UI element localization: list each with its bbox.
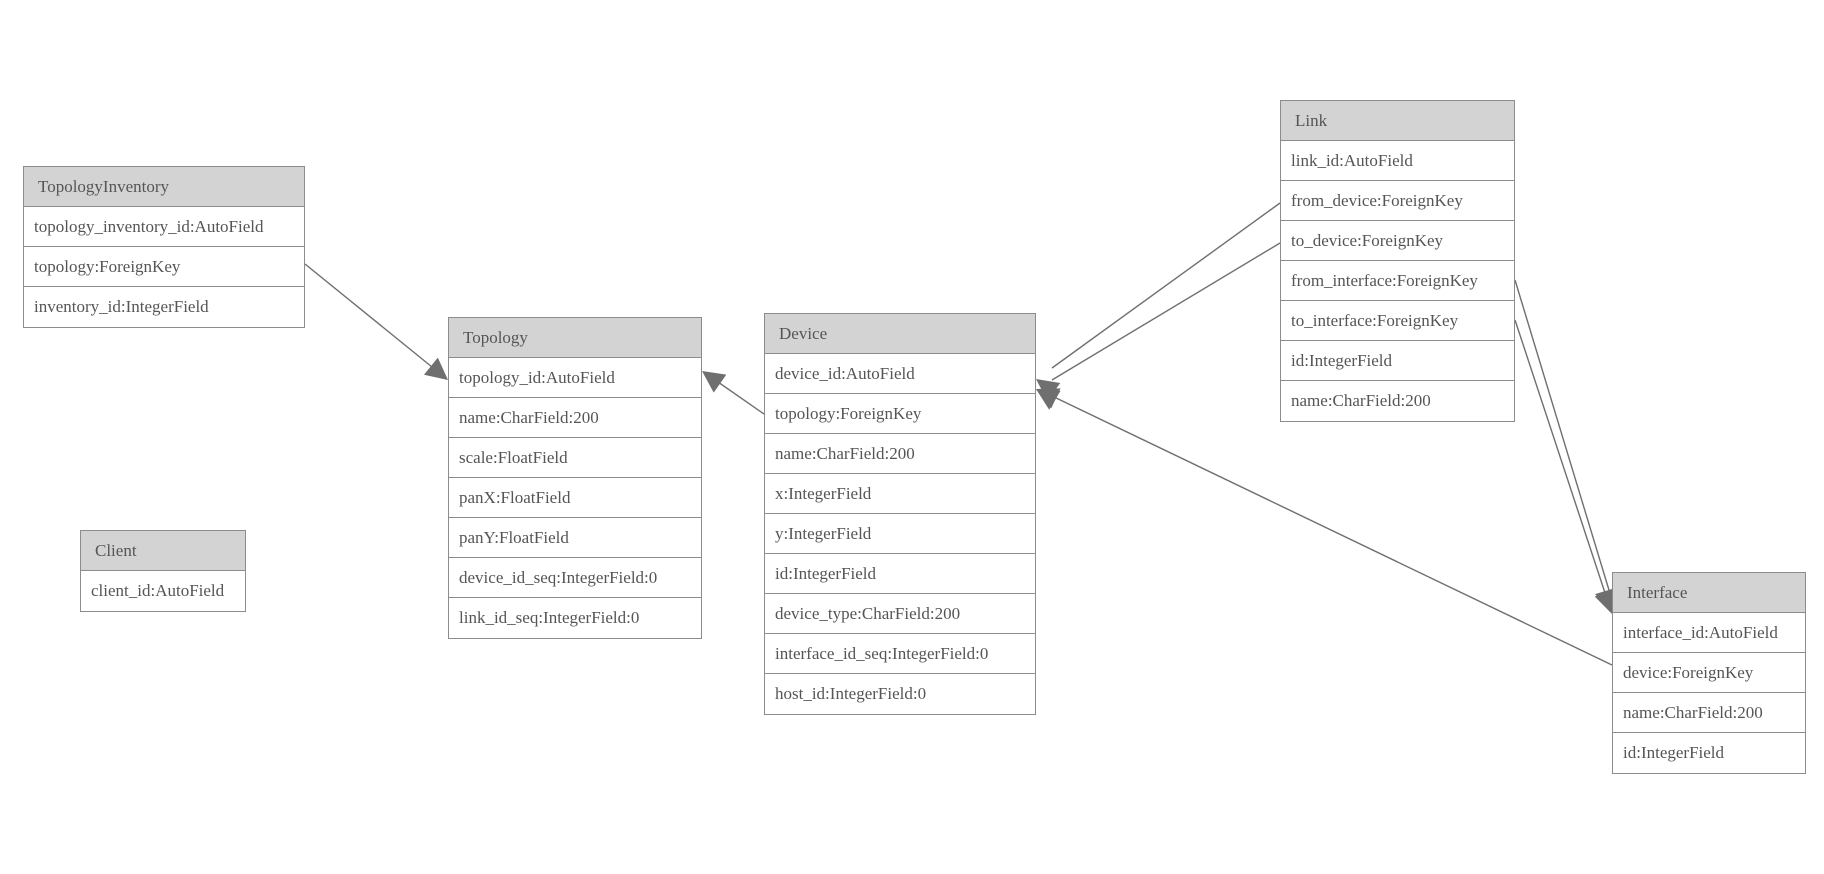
entity-field-row: y:IntegerField	[765, 514, 1035, 554]
entity-title-interface: Interface	[1613, 573, 1805, 613]
relationship-line-topologyinventory-topology	[304, 263, 433, 368]
entity-field-row: scale:FloatField	[449, 438, 701, 478]
entity-field-row: topology_id:AutoField	[449, 358, 701, 398]
relationship-line-link-from-device	[1051, 202, 1281, 369]
entity-field-row: device_type:CharField:200	[765, 594, 1035, 634]
entity-field-row: interface_id_seq:IntegerField:0	[765, 634, 1035, 674]
entity-title-link: Link	[1281, 101, 1514, 141]
entity-field-row: interface_id:AutoField	[1613, 613, 1805, 653]
relationship-line-device-topology	[717, 381, 765, 415]
relationship-line-link-to-device	[1051, 242, 1281, 381]
entity-field-row: host_id:IntegerField:0	[765, 674, 1035, 714]
entity-field-row: name:CharField:200	[765, 434, 1035, 474]
entity-field-row: device_id_seq:IntegerField:0	[449, 558, 701, 598]
entity-field-row: to_interface:ForeignKey	[1281, 301, 1514, 341]
relationship-line-interface-device	[1051, 395, 1613, 666]
entity-field-row: name:CharField:200	[449, 398, 701, 438]
entity-field-row: device:ForeignKey	[1613, 653, 1805, 693]
entity-field-row: link_id_seq:IntegerField:0	[449, 598, 701, 638]
entity-field-row: topology:ForeignKey	[765, 394, 1035, 434]
entity-field-row: x:IntegerField	[765, 474, 1035, 514]
entity-title-topology_inventory: TopologyInventory	[24, 167, 304, 207]
entity-field-row: link_id:AutoField	[1281, 141, 1514, 181]
entity-field-row: name:CharField:200	[1281, 381, 1514, 421]
entity-field-row: inventory_id:IntegerField	[24, 287, 304, 327]
entity-field-row: from_interface:ForeignKey	[1281, 261, 1514, 301]
entity-field-row: panX:FloatField	[449, 478, 701, 518]
entity-field-row: device_id:AutoField	[765, 354, 1035, 394]
entity-field-row: topology_inventory_id:AutoField	[24, 207, 304, 247]
relationship-line-link-from-interface	[1514, 279, 1613, 601]
entity-field-row: panY:FloatField	[449, 518, 701, 558]
entity-field-row: from_device:ForeignKey	[1281, 181, 1514, 221]
entity-field-row: to_device:ForeignKey	[1281, 221, 1514, 261]
entity-field-row: topology:ForeignKey	[24, 247, 304, 287]
entity-title-device: Device	[765, 314, 1035, 354]
entity-field-row: client_id:AutoField	[81, 571, 245, 611]
entity-title-client: Client	[81, 531, 245, 571]
entity-field-row: id:IntegerField	[1281, 341, 1514, 381]
entity-field-row: name:CharField:200	[1613, 693, 1805, 733]
relationship-line-link-to-interface	[1514, 319, 1609, 603]
entity-title-topology: Topology	[449, 318, 701, 358]
entity-field-row: id:IntegerField	[765, 554, 1035, 594]
entity-field-row: id:IntegerField	[1613, 733, 1805, 773]
